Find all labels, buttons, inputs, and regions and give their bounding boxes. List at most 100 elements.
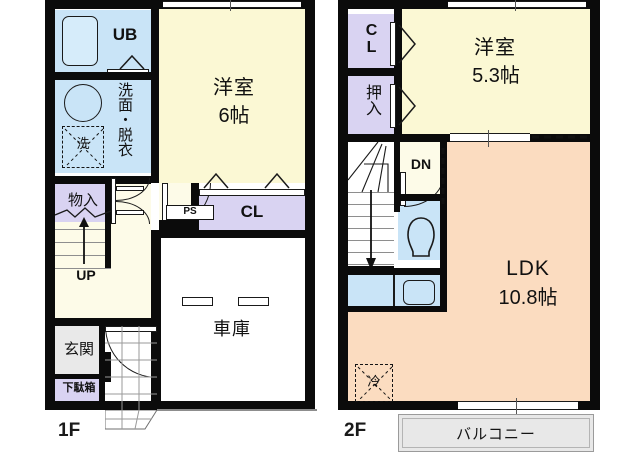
balcony-inner-edge <box>402 418 590 448</box>
wall-2f-right <box>590 0 600 410</box>
wall-cl-oshiire <box>348 68 394 76</box>
wall-vanity-top <box>348 268 444 275</box>
label-garage: 車庫 <box>213 319 251 339</box>
wall-1f-left <box>45 0 55 410</box>
room-shoe-box <box>55 378 99 402</box>
toilet-icon <box>405 216 437 258</box>
pipe-space-box <box>166 205 214 220</box>
cl-2f-fold-icon <box>398 24 416 64</box>
wall-ub-washroom <box>55 72 151 80</box>
room-western-1f <box>159 8 305 183</box>
stairs-down-arrow-icon <box>365 190 377 270</box>
garage-mark-right <box>238 297 269 306</box>
storage-door-jamb <box>111 178 116 224</box>
label-entrance: 玄関 <box>63 341 94 358</box>
storage-door-leaf-upper <box>116 186 144 191</box>
garage-mark-left <box>182 297 213 306</box>
label-ldk-size: 10.8帖 <box>498 287 558 309</box>
label-storage: 物入 <box>67 192 98 209</box>
label-cl-2f: CL <box>363 22 380 56</box>
hall-corridor <box>55 222 151 318</box>
label-ldk: LDK <box>506 257 550 280</box>
cl-2f-door-panel <box>390 22 396 66</box>
wall-washroom-right <box>151 0 159 183</box>
label-balcony: バルコニー <box>456 425 536 443</box>
wall-garage-left <box>151 230 161 410</box>
label-shoe-box: 下駄箱 <box>62 382 96 394</box>
window-2f-bedroom-top <box>448 0 586 11</box>
wall-ps-bottom <box>159 220 199 230</box>
entrance-stoop-outer <box>105 410 157 430</box>
label-western-room-1f: 洋室 <box>213 77 255 99</box>
stairs-up-1f <box>55 216 111 270</box>
sliding-door-bedroom-ldk <box>450 130 530 147</box>
sanitary-dashed-edge <box>441 148 445 206</box>
room-closet-cl-1f <box>199 196 305 230</box>
open-wall-dashed <box>532 135 588 139</box>
wall-sanitary-right <box>440 142 447 312</box>
wall-stairs-right <box>105 222 111 268</box>
storage-door-lower <box>116 201 150 224</box>
label-western-room-2f: 洋室 <box>474 37 516 59</box>
cl-1f-fold-icon-right <box>264 172 290 189</box>
wall-entrance-right <box>99 326 105 410</box>
balcony: バルコニー <box>398 414 594 452</box>
label-western-room-2f-size: 5.3帖 <box>472 65 520 87</box>
wall-1f-bottom <box>45 401 315 410</box>
label-washer: 洗 <box>76 136 90 151</box>
wall-2f-mid-left <box>338 134 452 142</box>
entrance-door-leaf <box>105 326 157 332</box>
label-dn: DN <box>410 156 432 172</box>
cl-1f-door-panel <box>199 189 305 196</box>
wall-1f-right <box>305 0 315 410</box>
wall-toilet-top <box>398 194 446 201</box>
wall-entrance-top <box>55 318 151 326</box>
refrigerator-space-icon <box>355 364 393 402</box>
room-cl-2f <box>348 14 394 68</box>
label-oshiire-2f: 押入 <box>363 84 380 116</box>
wall-shoebox-top <box>55 374 99 379</box>
storage-door-upper <box>116 178 150 201</box>
wall-garage-top <box>161 230 305 238</box>
room-western-2f <box>402 8 590 134</box>
wall-storage-right <box>105 184 111 222</box>
storage-door-leaf-lower <box>116 210 144 215</box>
stairs-winder-2f <box>348 142 394 194</box>
washer-space-icon <box>62 126 104 168</box>
cl-1f-fold-icon-left <box>203 172 229 189</box>
garage-apron-line <box>157 409 317 411</box>
room-garage <box>161 237 305 402</box>
room-ldk-lower <box>348 310 590 402</box>
bathtub-icon <box>62 16 98 66</box>
label-ps: PS <box>183 206 197 217</box>
label-western-room-1f-size: 6帖 <box>218 105 250 127</box>
label-ub: UB <box>112 25 138 44</box>
wall-closet-column-right <box>394 0 402 142</box>
toilet-door <box>404 175 444 207</box>
floor-tag-2f: 2F <box>344 420 367 441</box>
room-storage-monoire <box>55 184 111 222</box>
room-oshiire-2f <box>348 76 394 134</box>
label-cl-1f: CL <box>240 202 264 221</box>
label-washroom: 洗面・脱衣 <box>116 82 133 157</box>
stairs-up-arrow-icon <box>78 217 90 265</box>
oshiire-door-panel <box>390 84 396 128</box>
vanity-basin-icon <box>403 280 435 305</box>
ub-door-fold-icon <box>119 54 145 70</box>
window-1f-bedroom-top <box>163 0 301 11</box>
wall-entrance-jamb <box>105 352 111 382</box>
label-refrigerator: 冷 <box>367 374 381 389</box>
toilet-door-leaf <box>400 172 406 206</box>
floor-tag-1f: 1F <box>58 420 81 441</box>
washbasin-icon <box>64 84 102 122</box>
window-ldk-balcony <box>458 398 578 422</box>
room-entrance <box>55 326 99 378</box>
wall-storage-top <box>55 176 151 184</box>
wall-vanity-bottom <box>348 306 444 312</box>
wall-vanity-divider <box>393 275 395 309</box>
wall-2f-left <box>338 0 348 410</box>
stairs-winder-line <box>55 205 111 219</box>
entrance-stoop-tiles <box>105 326 157 410</box>
label-up: UP <box>76 267 96 283</box>
